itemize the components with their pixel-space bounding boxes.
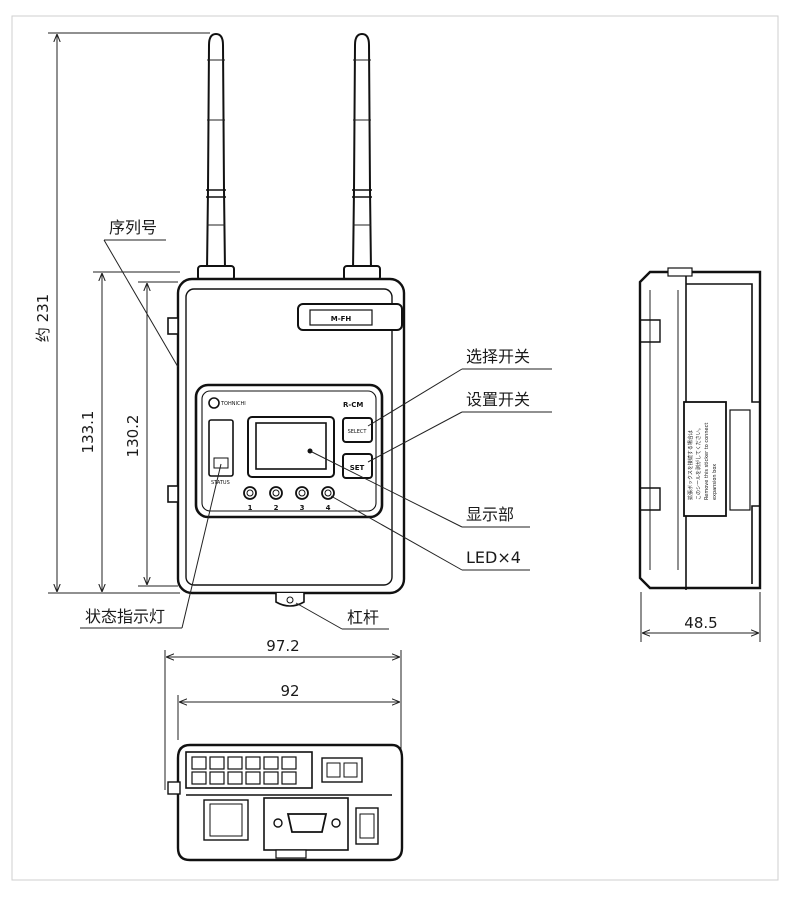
side-notice-line-4: expansion box xyxy=(712,464,718,500)
side-view: 拡張ボックスを接続する場合は このシールを剥がしてください。 Remove th… xyxy=(638,267,762,642)
side-notice-line-2: このシールを剥がしてください。 xyxy=(695,425,702,500)
status-label: STATUS xyxy=(211,480,230,486)
bottom-view: 97.2 92 xyxy=(164,637,404,862)
callout-led: LED×4 xyxy=(466,548,521,567)
lever xyxy=(275,593,305,607)
front-dimensions: 约 231 133.1 130.2 xyxy=(34,32,210,594)
callouts: 序列号 选择开关 设置开关 显示部 LED×4 状态指示灯 杠杆 xyxy=(80,218,552,630)
callout-set-switch: 设置开关 xyxy=(466,390,530,409)
antenna-left xyxy=(197,32,235,281)
dim-height-inner: 130.2 xyxy=(124,415,142,458)
led-number-4: 4 xyxy=(326,504,331,512)
front-view: M-FH TOHNICHI R-CM STATUS SELECT SET 1 2 xyxy=(167,32,406,607)
set-switch[interactable] xyxy=(342,453,373,479)
led-number-2: 2 xyxy=(274,504,279,512)
callout-serial-number: 序列号 xyxy=(109,218,157,237)
panel-model: R-CM xyxy=(343,401,363,409)
drawing-frame xyxy=(11,15,779,881)
model-plate-text: M-FH xyxy=(331,315,352,323)
dim-depth: 48.5 xyxy=(684,614,717,632)
side-notice-line-1: 拡張ボックスを接続する場合は xyxy=(687,430,694,500)
brand-logo-icon xyxy=(208,397,220,409)
led-number-1: 1 xyxy=(248,504,253,512)
expansion-notice-sticker xyxy=(683,401,727,517)
set-key-label: SET xyxy=(350,464,365,472)
side-notice-line-3: Remove this sticker to connect xyxy=(704,423,710,500)
callout-lever: 杠杆 xyxy=(347,608,379,627)
callout-status-led: 状态指示灯 xyxy=(85,607,165,626)
dim-width-total: 97.2 xyxy=(266,637,299,655)
dim-width-body: 92 xyxy=(280,682,299,700)
select-key-label: SELECT xyxy=(348,429,368,435)
callout-select-switch: 选择开关 xyxy=(466,347,530,366)
led-number-3: 3 xyxy=(300,504,305,512)
callout-display: 显示部 xyxy=(466,505,514,524)
serial-port xyxy=(286,813,328,833)
dim-height-total: 约 231 xyxy=(34,294,52,342)
lcd-display xyxy=(247,416,335,478)
brand-text: TOHNICHI xyxy=(220,401,246,407)
antenna-right xyxy=(343,32,381,281)
dim-height-body: 133.1 xyxy=(79,411,97,454)
model-plate: M-FH xyxy=(297,303,403,331)
select-switch[interactable] xyxy=(342,417,373,443)
